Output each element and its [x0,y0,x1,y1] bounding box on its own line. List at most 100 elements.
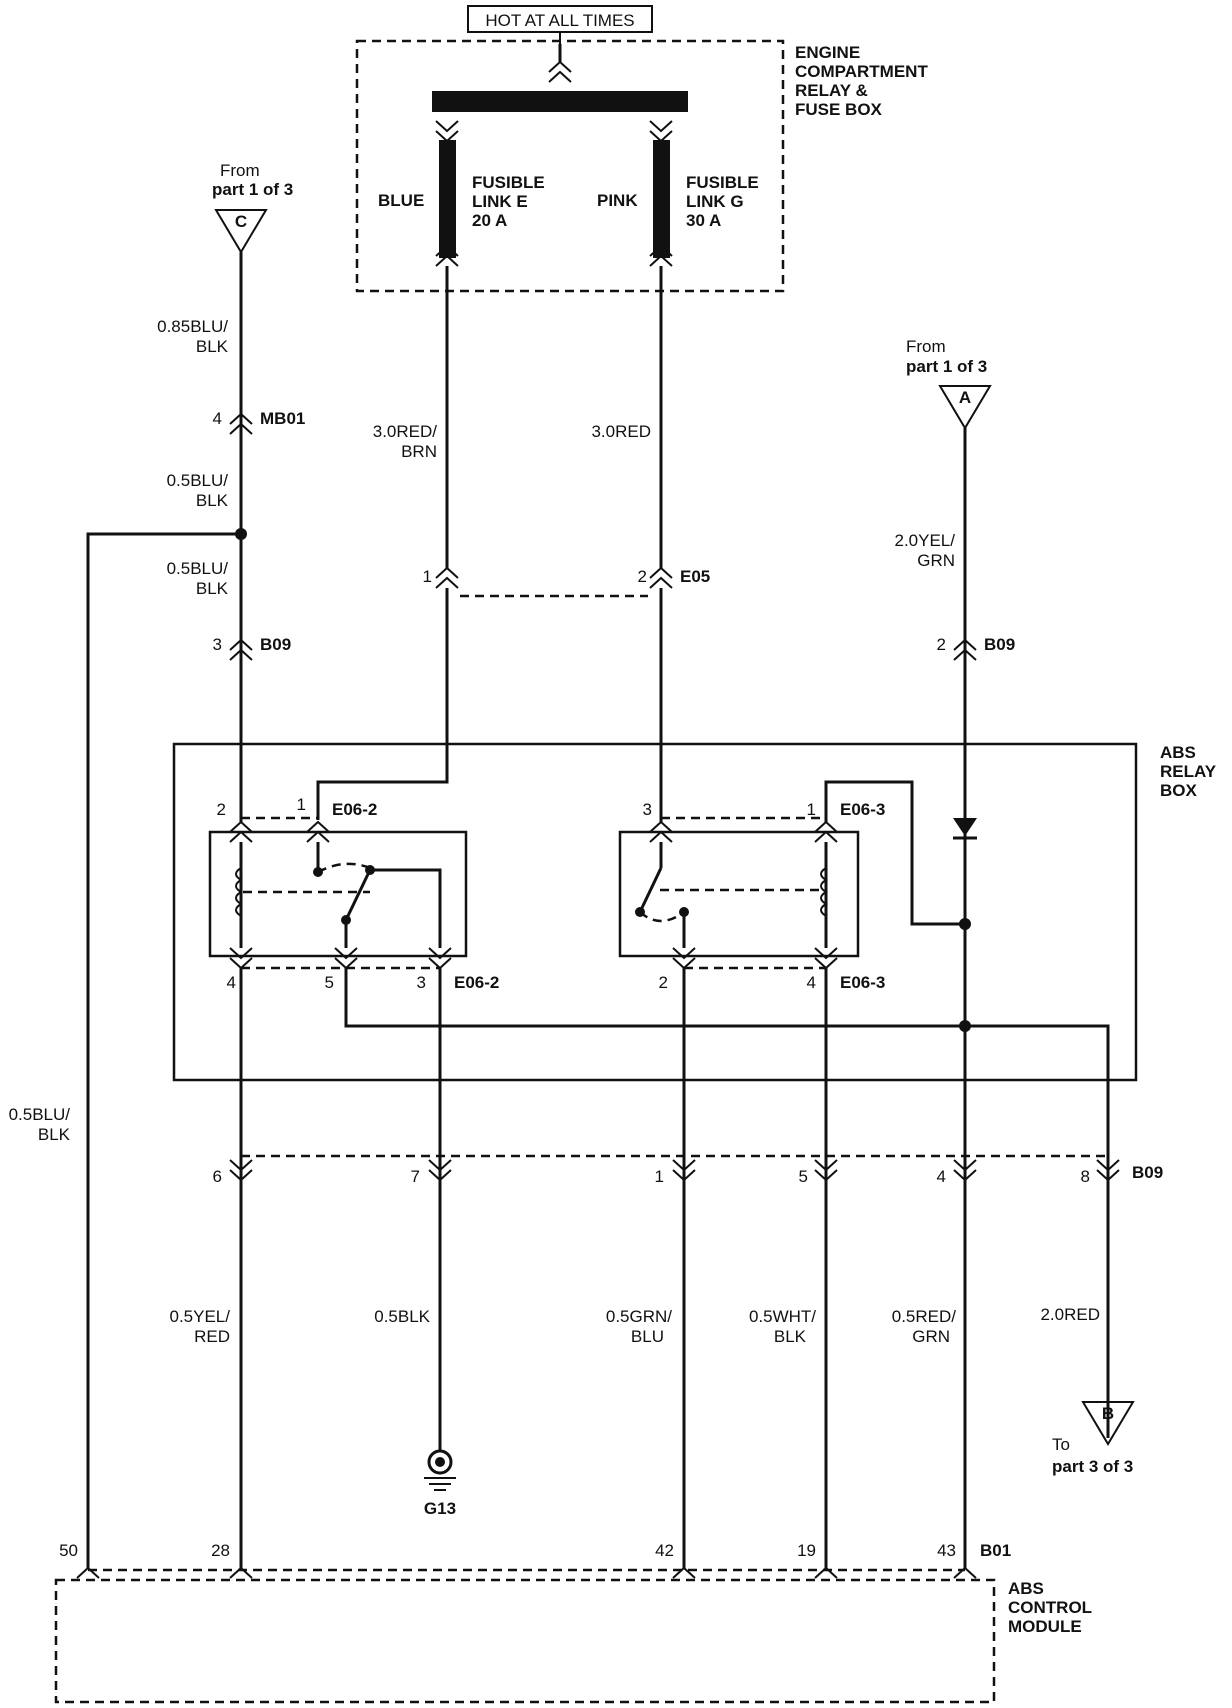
wire-c-label-2: 0.5BLU/ BLK [167,471,229,510]
svg-text:A: A [959,388,971,407]
svg-text:BLK: BLK [38,1125,71,1144]
ground-g13-label: G13 [424,1499,456,1518]
svg-text:ABS: ABS [1160,743,1196,762]
abs-control-module-label: ABS CONTROL MODULE [1008,1579,1092,1636]
svg-text:LINK E: LINK E [472,192,528,211]
svg-text:RED: RED [194,1327,230,1346]
svg-text:From: From [906,337,946,356]
svg-text:FUSE BOX: FUSE BOX [795,100,883,119]
svg-text:RELAY &: RELAY & [795,81,868,100]
connector-b-to: To part 3 of 3 [1052,1435,1133,1476]
svg-text:ENGINE: ENGINE [795,43,860,62]
svg-text:To: To [1052,1435,1070,1454]
svg-text:C: C [235,212,247,231]
svg-text:28: 28 [211,1541,230,1560]
b09-c-connector-label: B09 [260,635,291,654]
relay1-bottom-conn: E06-2 [454,973,499,992]
svg-text:0.5YEL/: 0.5YEL/ [170,1307,231,1326]
svg-text:part 1 of 3: part 1 of 3 [906,357,987,376]
relay2-bottom-conn: E06-3 [840,973,885,992]
relay-e06-2 [208,816,468,970]
svg-text:42: 42 [655,1541,674,1560]
svg-text:MODULE: MODULE [1008,1617,1082,1636]
svg-text:1: 1 [655,1167,664,1186]
svg-text:BLK: BLK [196,337,229,356]
svg-text:8: 8 [1081,1167,1090,1186]
svg-text:RELAY: RELAY [1160,762,1217,781]
fuse-box-label: ENGINE COMPARTMENT RELAY & FUSE BOX [795,43,928,119]
link-g-wire-label: 3.0RED [591,422,651,441]
svg-text:6: 6 [213,1167,222,1186]
svg-text:30 A: 30 A [686,211,721,230]
svg-text:CONTROL: CONTROL [1008,1598,1092,1617]
svg-text:5: 5 [799,1167,808,1186]
svg-text:43: 43 [937,1541,956,1560]
abs-relay-box-label: ABS RELAY BOX [1160,743,1217,800]
svg-text:BRN: BRN [401,442,437,461]
fusible-link-e [439,140,456,258]
svg-text:7: 7 [411,1167,420,1186]
svg-text:3: 3 [417,973,426,992]
svg-text:BLU: BLU [631,1327,664,1346]
module-conn-label: B01 [980,1541,1011,1560]
wire-left-long [86,532,241,1568]
svg-text:4: 4 [213,409,222,428]
relay-e06-3 [618,816,860,970]
link-e-wire-label: 3.0RED/ BRN [373,422,438,461]
svg-text:part 1 of 3: part 1 of 3 [212,180,293,199]
mb01-connector-label: MB01 [260,409,305,428]
svg-text:From: From [220,161,260,180]
svg-text:0.5BLK: 0.5BLK [374,1307,430,1326]
svg-text:2: 2 [638,567,647,586]
svg-text:part 3 of 3: part 3 of 3 [1052,1457,1133,1476]
link-e-color: BLUE [378,191,424,210]
fuse-box-outline [355,39,785,293]
link-e-label: FUSIBLE LINK E 20 A [472,173,545,230]
svg-text:0.5WHT/: 0.5WHT/ [749,1307,816,1326]
svg-text:1: 1 [423,567,432,586]
abs-relay-box [172,742,1138,1082]
svg-text:BOX: BOX [1160,781,1198,800]
wire-c-label-1: 0.85BLU/ BLK [157,317,229,356]
svg-text:1: 1 [807,800,816,819]
hot-at-all-times-label: HOT AT ALL TIMES [485,11,634,30]
svg-text:4: 4 [227,973,236,992]
svg-text:BLK: BLK [196,579,229,598]
svg-text:FUSIBLE: FUSIBLE [686,173,759,192]
svg-text:GRN: GRN [912,1327,950,1346]
connector-c-triangle [214,209,268,254]
svg-text:0.5BLU/: 0.5BLU/ [167,471,229,490]
svg-text:5: 5 [325,973,334,992]
svg-text:0.5BLU/: 0.5BLU/ [9,1105,71,1124]
svg-text:3.0RED/: 3.0RED/ [373,422,438,441]
svg-text:LINK G: LINK G [686,192,744,211]
b09-lower-conn-label: B09 [1132,1163,1163,1182]
connector-a-from: From part 1 of 3 [906,337,987,376]
svg-text:20 A: 20 A [472,211,507,230]
svg-text:GRN: GRN [917,551,955,570]
e05-connector-label: E05 [680,567,710,586]
wire-a-label: 2.0YEL/ GRN [895,531,956,570]
svg-text:FUSIBLE: FUSIBLE [472,173,545,192]
svg-text:2: 2 [937,635,946,654]
svg-text:2: 2 [659,973,668,992]
svg-text:ABS: ABS [1008,1579,1044,1598]
svg-text:0.85BLU/: 0.85BLU/ [157,317,228,336]
svg-text:2: 2 [217,800,226,819]
diode [953,818,977,836]
svg-text:0.5RED/: 0.5RED/ [892,1307,957,1326]
connector-a-triangle [938,385,992,430]
svg-text:1: 1 [297,795,306,814]
svg-text:2.0RED: 2.0RED [1040,1305,1100,1324]
svg-text:3: 3 [643,800,652,819]
link-g-label: FUSIBLE LINK G 30 A [686,173,759,230]
svg-text:19: 19 [797,1541,816,1560]
svg-text:4: 4 [937,1167,946,1186]
relay2-top-conn: E06-3 [840,800,885,819]
svg-text:0.5BLU/: 0.5BLU/ [167,559,229,578]
fusible-link-g [653,140,670,258]
fuse-bus-bar [432,91,688,112]
wire-c-label-3: 0.5BLU/ BLK [167,559,229,598]
svg-text:2.0YEL/: 2.0YEL/ [895,531,956,550]
